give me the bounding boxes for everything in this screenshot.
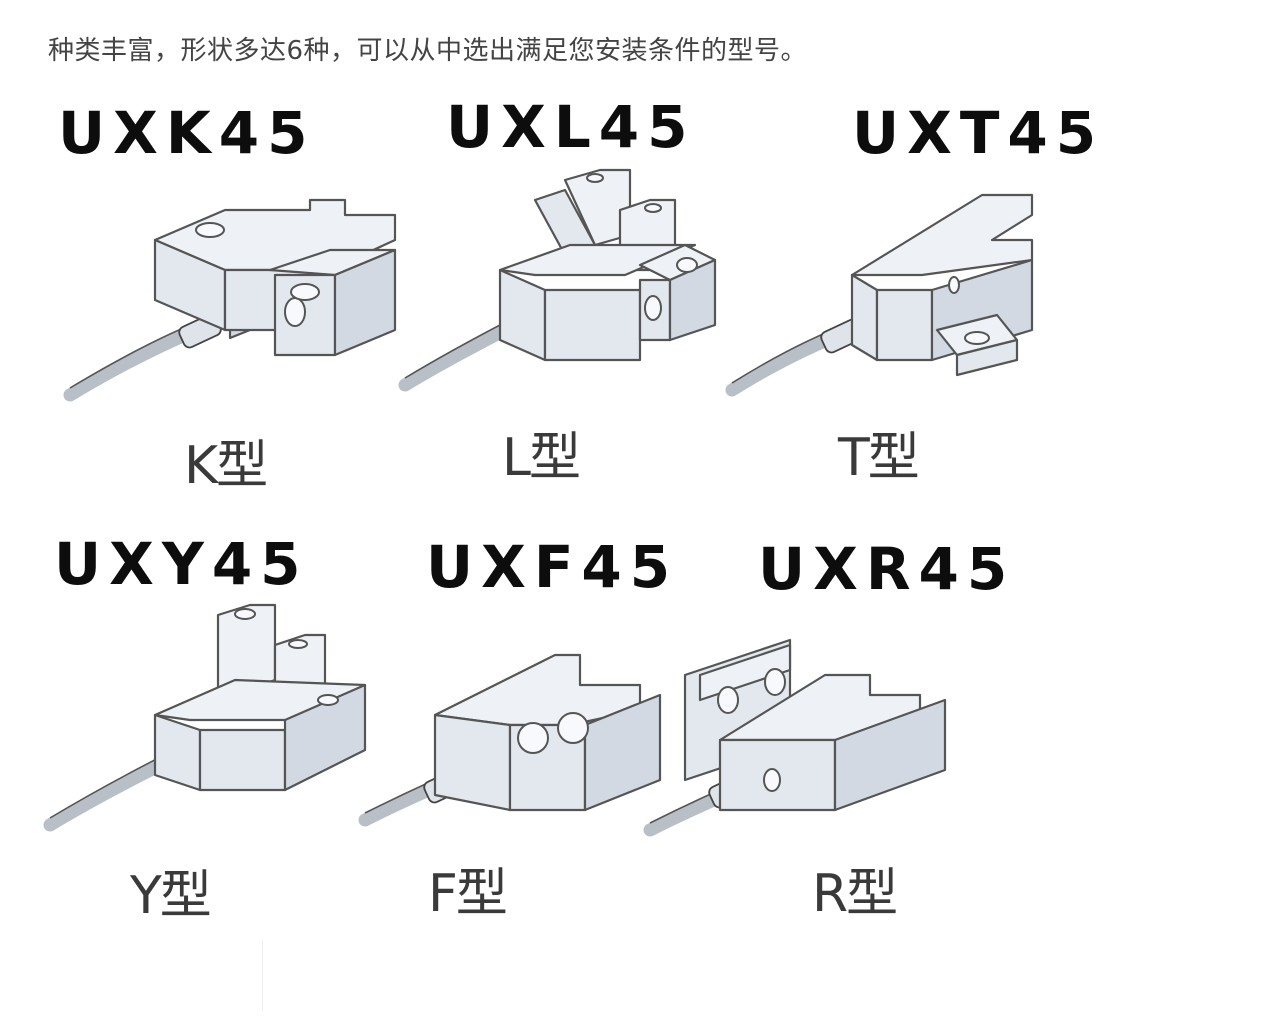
type-label-f: F型 [428, 864, 508, 924]
model-label-uxk45: UXK45 [58, 99, 316, 167]
r-sensor-illustration [643, 638, 947, 837]
y-sensor-illustration [43, 603, 367, 832]
model-label-uxt45: UXT45 [852, 99, 1105, 167]
model-label-uxl45: UXL45 [446, 93, 696, 161]
l-sensor-illustration [398, 168, 717, 392]
intro-text: 种类丰富，形状多达6种，可以从中选出满足您安装条件的型号。 [48, 36, 808, 66]
type-label-k: K型 [184, 436, 268, 496]
type-label-t: T型 [838, 428, 920, 488]
k-sensor-illustration [63, 198, 397, 402]
f-sensor-illustration [358, 653, 662, 827]
model-label-uxy45: UXY45 [54, 530, 309, 598]
type-label-r: R型 [812, 864, 898, 924]
type-label-y: Y型 [130, 866, 212, 926]
type-label-l: L型 [502, 428, 581, 488]
model-label-uxf45: UXF45 [426, 533, 679, 601]
model-label-uxr45: UXR45 [758, 535, 1016, 603]
faint-divider [262, 940, 263, 1010]
t-sensor-illustration [725, 193, 1034, 397]
